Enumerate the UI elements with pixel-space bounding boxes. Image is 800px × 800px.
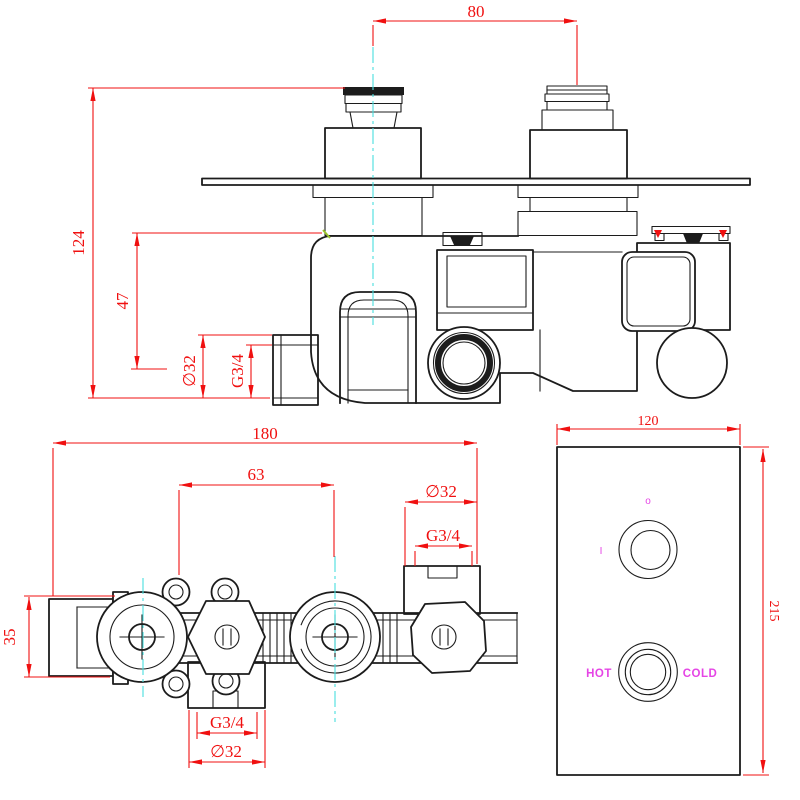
dim-body-depth: 35 [0,629,19,646]
right-casing [621,225,731,399]
dim-bottom-inlet-thread: G3/4 [210,713,245,732]
cartridge-circle-left [96,591,188,683]
elbow-octagon [410,601,487,674]
dim-top-outlet-diameter: ∅32 [425,482,457,501]
valve-body-plan-drawing [48,565,518,709]
wall-plate-side [201,177,751,186]
dim-port-spacing: 63 [248,465,265,484]
dim-plate-height: 215 [766,601,781,622]
diverter-knob [618,519,678,580]
dim-outlet-offset: 47 [113,292,132,310]
dim-outlet-thread: G3/4 [228,354,247,389]
marking-hot-label: HOT [586,668,612,680]
ball-elbow [656,327,728,399]
faceplate-view: o I HOT COLD 120 215 [556,414,781,776]
dim-handle-spacing: 80 [468,2,485,21]
outlet-port-side [272,334,319,406]
marking-off-label: o [645,496,651,507]
dim-top-outlet-thread: G3/4 [426,526,461,545]
dim-overall-height: 124 [69,230,88,256]
marking-on-label: I [600,546,603,557]
corner-tick [322,229,331,239]
assembly-mark-right [719,230,727,238]
inlet-boss-diamond [187,600,266,675]
dim-overall-width: 180 [252,424,278,443]
faceplate-panel [556,446,741,776]
marking-cold-label: COLD [683,668,718,680]
outlet-boss-circle [427,326,501,400]
valve-body-side-drawing [201,85,751,406]
side-elevation-view: 80 124 47 ∅32 G3/4 [69,2,751,406]
dim-plate-width: 120 [638,414,659,429]
cartridge-stack-right [529,85,628,180]
valve-body-outline [310,235,638,404]
side-dimensions: 80 124 47 ∅32 G3/4 [69,2,578,399]
dim-bottom-inlet-diameter: ∅32 [210,742,242,761]
center-block [436,231,534,331]
plan-dimensions: 180 63 ∅32 G3/4 35 G3/4 ∅32 [0,424,478,768]
assembly-mark-left [654,230,662,238]
plan-view: 180 63 ∅32 G3/4 35 G3/4 ∅32 [0,424,518,768]
flange-right [517,184,639,199]
dim-outlet-diameter: ∅32 [180,355,199,387]
temperature-knob [618,642,678,702]
faceplate-dimensions: 120 215 [556,414,781,776]
